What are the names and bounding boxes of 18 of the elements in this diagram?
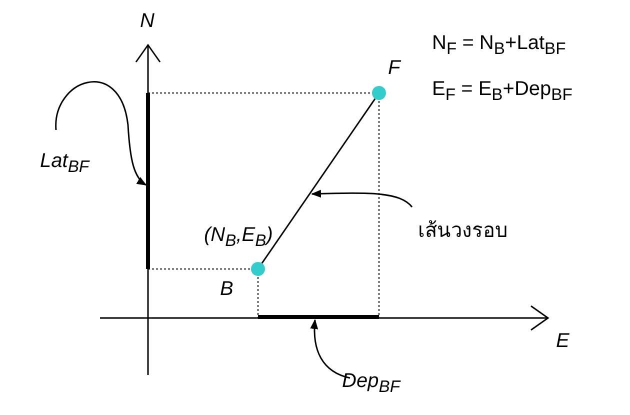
formula: E$_{F}$ = E$_{B}$+Dep$_{BF}$: [432, 78, 572, 105]
traverse-point: [372, 86, 386, 100]
projection-bar: [258, 315, 379, 319]
traverse-line-label: เส้นวงรอบ: [418, 214, 508, 246]
coordinate-label: (N$_{B}$,E$_{B}$): [204, 224, 273, 251]
projection-bar: [146, 93, 150, 269]
point-label: F: [388, 57, 400, 80]
departure-label: Dep$_{BF}$: [342, 370, 400, 397]
point-label: B: [220, 278, 234, 301]
latitude-label: Lat$_{BF}$: [40, 150, 90, 177]
formula: N$_{F}$ = N$_{B}$+Lat$_{BF}$: [432, 32, 566, 59]
axis-label: E: [556, 330, 570, 353]
axis-label: N: [140, 10, 154, 33]
leader-line: [55, 81, 147, 186]
leader-line: [311, 190, 413, 208]
leader-line: [310, 319, 350, 379]
traverse-line: [261, 98, 376, 264]
traverse-point: [251, 262, 265, 276]
